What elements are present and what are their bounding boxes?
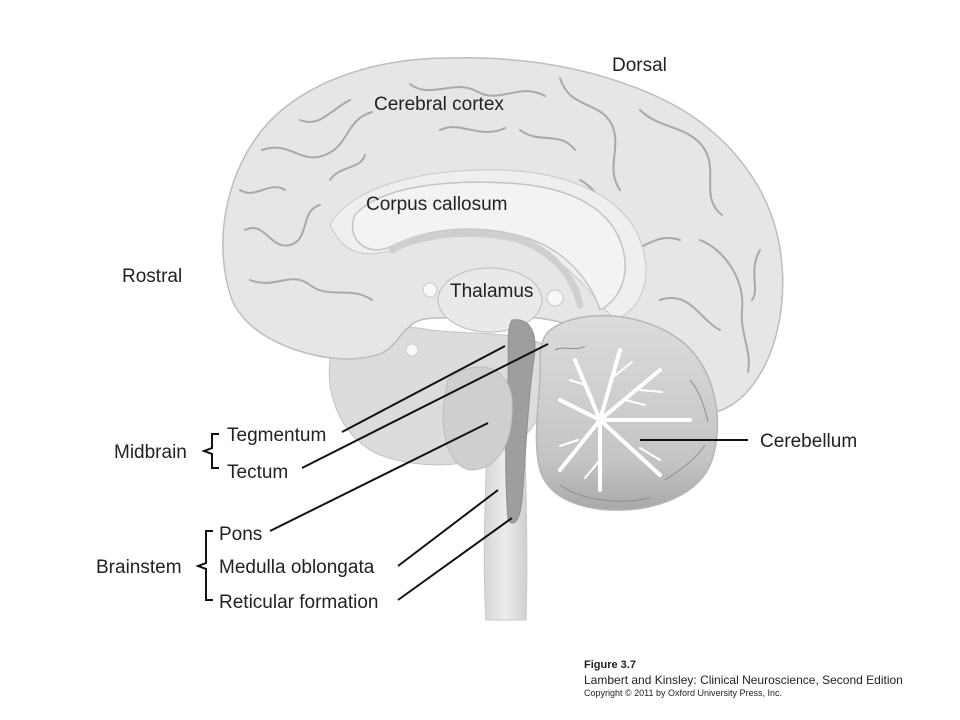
label-cerebellum: Cerebellum — [760, 431, 857, 452]
figure-caption: Figure 3.7 Lambert and Kinsley: Clinical… — [584, 659, 903, 699]
pons-shape — [442, 366, 513, 471]
label-cerebral-cortex: Cerebral cortex — [374, 94, 504, 115]
label-dorsal: Dorsal — [612, 55, 667, 76]
label-reticular-formation: Reticular formation — [219, 592, 378, 613]
label-corpus-callosum: Corpus callosum — [366, 194, 508, 215]
label-tectum: Tectum — [227, 462, 288, 483]
diencephalon-details — [405, 282, 564, 357]
label-midbrain: Midbrain — [114, 442, 187, 463]
label-rostral: Rostral — [122, 266, 182, 287]
caption-copyright: Copyright © 2011 by Oxford University Pr… — [584, 687, 783, 698]
caption-book-title: Lambert and Kinsley: Clinical Neuroscien… — [584, 672, 903, 687]
caption-figure-number: Figure 3.7 — [584, 659, 636, 671]
label-tegmentum: Tegmentum — [227, 425, 326, 446]
label-pons: Pons — [219, 524, 262, 545]
cerebellum-shape — [535, 314, 719, 511]
cerebellum-folia-grooves — [554, 345, 709, 502]
arbor-vitae-branches — [559, 361, 663, 479]
leader-lines — [269, 343, 748, 601]
fornix — [388, 229, 584, 309]
label-medulla-oblongata: Medulla oblongata — [219, 557, 375, 578]
brainstem-bracket — [195, 530, 213, 601]
label-brainstem: Brainstem — [96, 557, 182, 578]
thalamus-shape — [437, 267, 543, 333]
midbrain-bracket — [201, 433, 219, 469]
label-thalamus: Thalamus — [450, 281, 533, 302]
arbor-vitae — [558, 348, 692, 492]
brainstem-core — [505, 319, 536, 524]
